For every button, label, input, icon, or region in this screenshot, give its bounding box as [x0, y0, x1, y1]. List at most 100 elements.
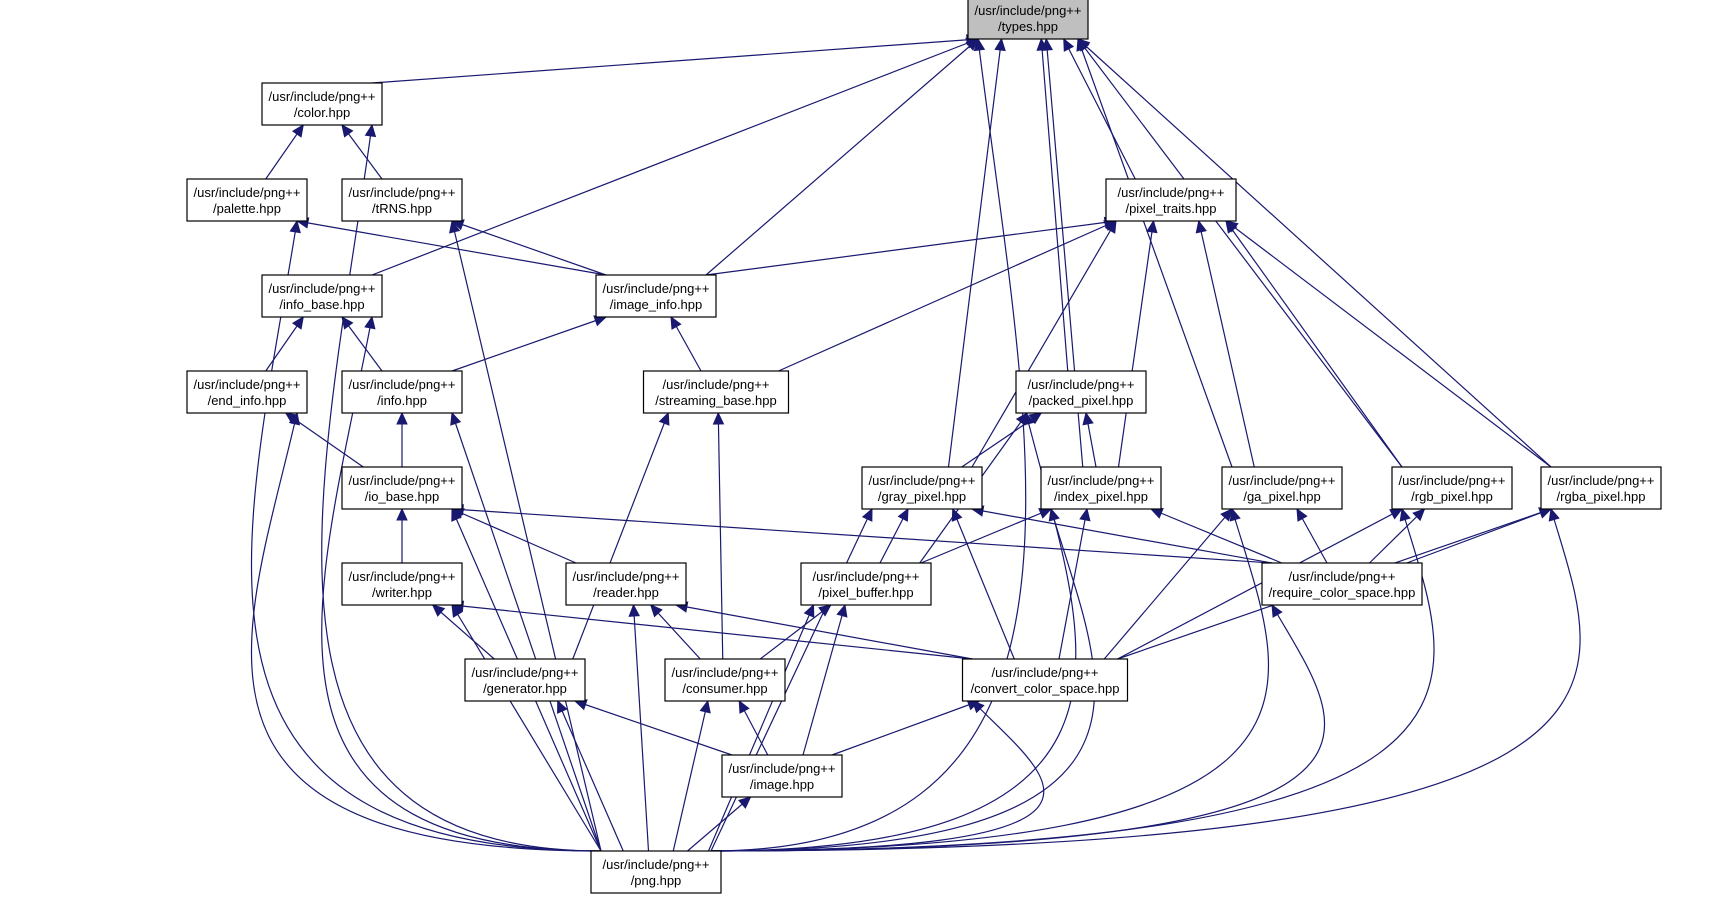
node-box	[341, 466, 463, 510]
node-streaming-base[interactable]: /usr/include/png++/streaming_base.hpp	[642, 370, 790, 414]
arrowhead-rgba_pixel-to-pixel_traits	[1225, 220, 1239, 233]
node-box	[967, 0, 1089, 40]
edge-require_color_space-to-index_pixel	[1150, 508, 1282, 564]
edge-convert_color_space-to-rgb_pixel	[1117, 508, 1403, 660]
node-path-line: /usr/include/png++	[1548, 473, 1655, 488]
node-path-line: /usr/include/png++	[603, 281, 710, 296]
node-path-line: /usr/include/png++	[1399, 473, 1506, 488]
node-path-line: /usr/include/png++	[1118, 185, 1225, 200]
edge-png-to-pixel_buffer	[707, 604, 815, 852]
edge-convert_color_space-to-gray_pixel	[952, 508, 1015, 660]
node-file-line: /convert_color_space.hpp	[971, 681, 1120, 696]
node-file-line: /writer.hpp	[372, 585, 432, 600]
edge-consumer-to-pixel_buffer	[759, 604, 832, 660]
arrowhead-trns-to-color	[341, 124, 354, 138]
arrowhead-rgba_pixel-to-types	[1077, 38, 1091, 51]
arrowhead-png-to-index_pixel	[1048, 507, 1060, 522]
node-color[interactable]: /usr/include/png++/color.hpp	[261, 82, 383, 126]
arrowhead-generator-to-streaming_base	[658, 411, 670, 426]
node-path-line: /usr/include/png++	[1048, 473, 1155, 488]
node-palette[interactable]: /usr/include/png++/palette.hpp	[186, 178, 308, 222]
node-require-color-space[interactable]: /usr/include/png++/require_color_space.h…	[1261, 562, 1423, 606]
node-file-line: /pixel_buffer.hpp	[818, 585, 913, 600]
node-types[interactable]: /usr/include/png++/types.hpp	[967, 0, 1089, 40]
edge-image_info-to-palette	[296, 220, 607, 276]
arrowhead-require_color_space-to-ga_pixel	[1296, 507, 1308, 522]
edge-rgb_pixel-to-types	[1077, 38, 1403, 468]
node-end-info[interactable]: /usr/include/png++/end_info.hpp	[186, 370, 308, 414]
arrowhead-io_base-to-info	[396, 411, 408, 425]
edge-png-to-image	[687, 796, 751, 852]
node-packed-pixel[interactable]: /usr/include/png++/packed_pixel.hpp	[1015, 370, 1147, 414]
node-gray-pixel[interactable]: /usr/include/png++/gray_pixel.hpp	[861, 466, 983, 510]
edge-pixel_traits-to-types	[1063, 38, 1136, 180]
node-box	[861, 466, 983, 510]
node-box	[1391, 466, 1513, 510]
node-generator[interactable]: /usr/include/png++/generator.hpp	[464, 658, 586, 702]
arrowhead-png-to-ga_pixel	[1229, 507, 1241, 522]
arrowhead-png-to-types	[973, 37, 986, 52]
arrowhead-end_info-to-info_base	[291, 316, 304, 330]
node-reader[interactable]: /usr/include/png++/reader.hpp	[565, 562, 687, 606]
node-io-base[interactable]: /usr/include/png++/io_base.hpp	[341, 466, 463, 510]
node-path-line: /usr/include/png++	[1229, 473, 1336, 488]
node-file-line: /png.hpp	[631, 873, 682, 888]
node-pixel-traits[interactable]: /usr/include/png++/pixel_traits.hpp	[1105, 178, 1237, 222]
node-box	[565, 562, 687, 606]
node-box	[1015, 370, 1147, 414]
node-trns[interactable]: /usr/include/png++/tRNS.hpp	[341, 178, 463, 222]
edge-png-to-writer	[451, 604, 602, 852]
node-convert-color-space[interactable]: /usr/include/png++/convert_color_space.h…	[961, 658, 1129, 702]
node-image-info[interactable]: /usr/include/png++/image_info.hpp	[595, 274, 717, 318]
node-path-line: /usr/include/png++	[269, 281, 376, 296]
edge-reader-to-io_base	[451, 508, 577, 564]
node-box	[1040, 466, 1162, 510]
edge-png-to-require_color_space	[710, 604, 1326, 852]
node-writer[interactable]: /usr/include/png++/writer.hpp	[341, 562, 463, 606]
edge-packed_pixel-to-types	[1040, 38, 1069, 372]
node-info-base[interactable]: /usr/include/png++/info_base.hpp	[261, 274, 383, 318]
node-box	[341, 562, 463, 606]
edge-rgb_pixel-to-pixel_traits	[1225, 220, 1403, 468]
arrowhead-require_color_space-to-rgb_pixel	[1412, 508, 1426, 522]
node-box	[261, 274, 383, 318]
edge-image_info-to-trns	[451, 220, 607, 276]
edge-png-to-convert_color_space	[710, 700, 1045, 852]
node-box	[664, 658, 786, 702]
node-pixel-buffer[interactable]: /usr/include/png++/pixel_buffer.hpp	[800, 562, 932, 606]
node-path-line: /usr/include/png++	[729, 761, 836, 776]
node-image[interactable]: /usr/include/png++/image.hpp	[721, 754, 843, 798]
node-file-line: /consumer.hpp	[682, 681, 767, 696]
node-box	[642, 370, 790, 414]
node-consumer[interactable]: /usr/include/png++/consumer.hpp	[664, 658, 786, 702]
edge-generator-to-writer	[432, 604, 495, 660]
node-box	[1261, 562, 1423, 606]
node-file-line: /rgba_pixel.hpp	[1557, 489, 1646, 504]
node-path-line: /usr/include/png++	[472, 665, 579, 680]
nodes-layer: /usr/include/png++/types.hpp/usr/include…	[186, 0, 1662, 894]
arrowhead-index_pixel-to-types	[1041, 37, 1053, 51]
edge-png-to-types	[710, 38, 1027, 852]
arrowhead-index_pixel-to-pixel_traits	[1146, 219, 1158, 234]
node-rgba-pixel[interactable]: /usr/include/png++/rgba_pixel.hpp	[1540, 466, 1662, 510]
edge-index_pixel-to-pixel_traits	[1117, 220, 1155, 468]
node-png[interactable]: /usr/include/png++/png.hpp	[590, 850, 722, 894]
arrowhead-png-to-image	[738, 796, 752, 809]
node-index-pixel[interactable]: /usr/include/png++/index_pixel.hpp	[1040, 466, 1162, 510]
arrowhead-pixel_buffer-to-gray_pixel	[897, 507, 909, 522]
arrowhead-png-to-rgb_pixel	[1399, 507, 1411, 522]
node-info[interactable]: /usr/include/png++/info.hpp	[341, 370, 463, 414]
arrowhead-png-to-packed_pixel	[1023, 411, 1035, 426]
node-box	[721, 754, 843, 798]
edge-ga_pixel-to-pixel_traits	[1198, 220, 1255, 468]
node-rgb-pixel[interactable]: /usr/include/png++/rgb_pixel.hpp	[1391, 466, 1513, 510]
node-path-line: /usr/include/png++	[975, 3, 1082, 18]
edge-png-to-trns	[451, 220, 602, 852]
node-path-line: /usr/include/png++	[349, 185, 456, 200]
node-ga-pixel[interactable]: /usr/include/png++/ga_pixel.hpp	[1221, 466, 1343, 510]
edge-png-to-info_base	[321, 316, 602, 852]
edge-png-to-generator	[557, 700, 624, 852]
arrowhead-convert_color_space-to-gray_pixel	[951, 507, 963, 522]
arrowhead-png-to-require_color_space	[1271, 603, 1283, 618]
